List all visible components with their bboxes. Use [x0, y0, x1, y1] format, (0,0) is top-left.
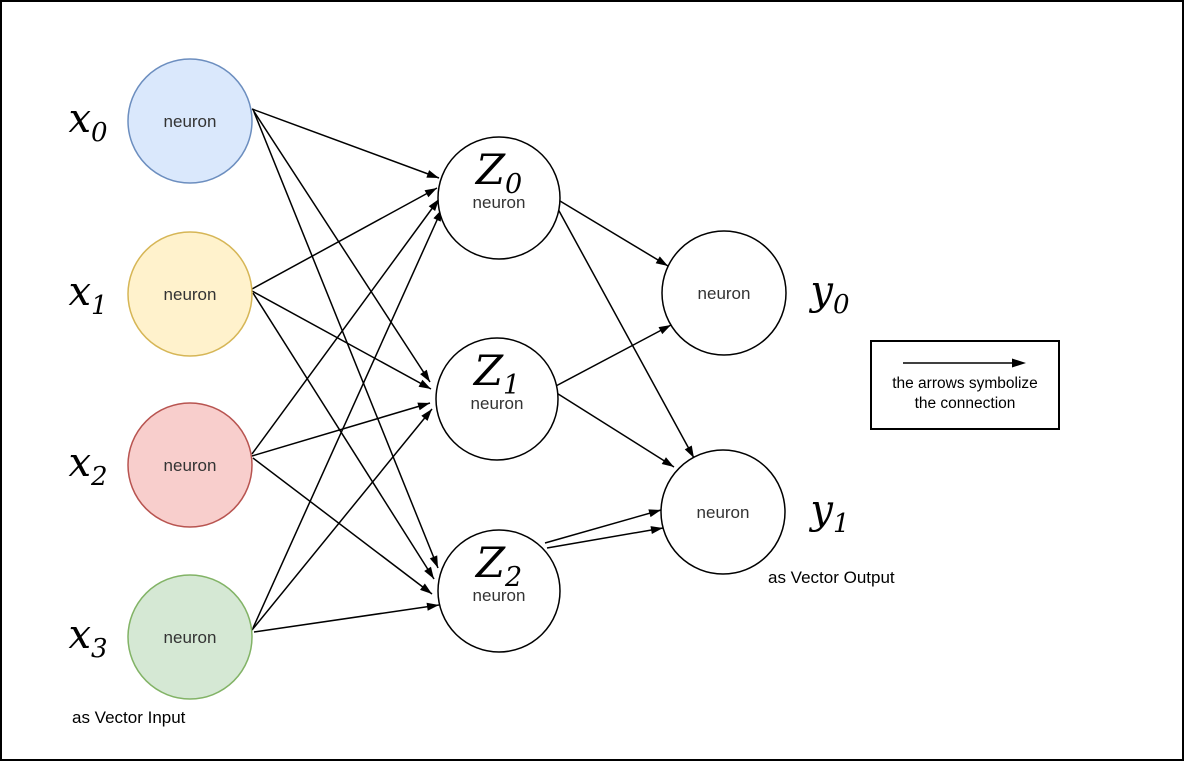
z0-title: Z0	[474, 145, 522, 200]
input-caption: as Vector Input	[72, 708, 186, 727]
edge-x0-z0	[251, 108, 440, 179]
edge-z0-y0	[559, 200, 669, 267]
z2-title: Z2	[474, 538, 522, 593]
legend-text-line1: the arrows symbolize	[892, 374, 1038, 392]
z1-neuron-label: neuron	[471, 394, 524, 413]
x2-ext-label: x2	[68, 440, 107, 492]
edge-x0-z1	[252, 109, 431, 383]
hidden-neuron-circle-z1	[435, 337, 559, 461]
edge-x3-z2	[253, 602, 440, 633]
hidden-neuron-circle-z0	[437, 136, 561, 260]
legend-text-line2: the connection	[914, 395, 1016, 412]
right-arrow-icon	[903, 358, 1026, 368]
edge-x2-z2	[252, 457, 433, 595]
edge-x1-z0	[251, 187, 438, 290]
y1-neuron-label: neuron	[697, 503, 750, 522]
output-neuron-circle-y1	[660, 449, 786, 575]
z2-neuron-label: neuron	[473, 586, 526, 605]
edge-x1-z1	[251, 290, 432, 390]
edge-z0-y1	[557, 208, 695, 459]
x3-ext-label: x3	[68, 612, 107, 664]
input-neuron-circle-x3	[127, 574, 253, 700]
edge-z1-y1	[554, 391, 675, 468]
input-neuron-circle-x0	[127, 58, 253, 184]
edge-x2-z0	[251, 198, 440, 455]
edge-x3-z1	[251, 408, 433, 631]
x1-neuron-label: neuron	[164, 285, 217, 304]
edge-x3-z0	[252, 208, 443, 629]
x2-neuron-label: neuron	[164, 456, 217, 475]
edge-z2-y1	[544, 509, 662, 544]
output-caption: as Vector Output	[768, 568, 895, 587]
edge-x1-z2	[252, 292, 435, 580]
edge-z1-y0	[553, 324, 672, 388]
input-neuron-circle-x2	[127, 402, 253, 528]
x3-neuron-label: neuron	[164, 628, 217, 647]
edge-x2-z1	[251, 402, 431, 457]
z1-title: Z1	[472, 346, 520, 401]
edge-z2-y1-2	[546, 526, 664, 549]
z0-neuron-label: neuron	[473, 193, 526, 212]
x0-neuron-label: neuron	[164, 112, 217, 131]
x0-ext-label: x0	[68, 96, 107, 148]
y0-neuron-label: neuron	[698, 284, 751, 303]
y1-ext-label: y1	[808, 487, 849, 539]
x1-ext-label: x1	[68, 269, 107, 321]
legend-box: the arrows symbolize the connection	[870, 340, 1060, 430]
output-neuron-circle-y0	[661, 230, 787, 356]
hidden-neuron-circle-z2	[437, 529, 561, 653]
y0-ext-label: y0	[808, 268, 849, 320]
input-neuron-circle-x1	[127, 231, 253, 357]
edge-x0-z2	[253, 111, 439, 569]
